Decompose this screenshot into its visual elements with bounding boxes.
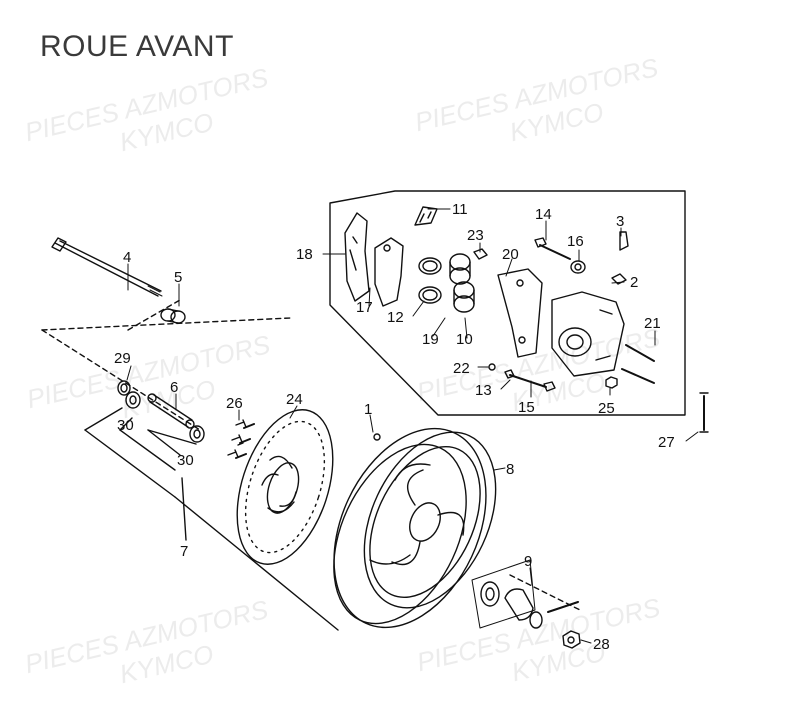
label-7: 7 (180, 543, 188, 560)
brake-disc (236, 409, 334, 565)
axle-collar (160, 308, 186, 324)
oil-seal (117, 380, 131, 396)
caliper-bracket (497, 268, 543, 358)
label-24: 24 (286, 391, 303, 408)
label-2: 2 (630, 274, 638, 291)
front-axle (51, 237, 163, 297)
label-11: 11 (452, 201, 468, 218)
washer-22 (488, 363, 496, 371)
front-wheel (333, 427, 497, 629)
label-13: 13 (475, 382, 492, 399)
pin-bolt-23 (473, 248, 488, 260)
brake-pad-front (374, 237, 404, 307)
label-4: 4 (123, 249, 131, 266)
brake-pad-back (344, 212, 370, 302)
label-3: 3 (616, 213, 624, 230)
label-5: 5 (174, 269, 182, 286)
part-labels: 1 2 3 4 5 6 7 8 9 10 11 12 13 14 15 16 1… (114, 201, 675, 653)
axle-nut (562, 630, 581, 649)
label-30-right: 30 (177, 452, 194, 469)
label-16: 16 (567, 233, 584, 250)
label-29: 29 (114, 350, 131, 367)
label-15: 15 (518, 399, 535, 416)
label-14: 14 (535, 206, 552, 223)
caliper-detail-frame (329, 190, 686, 416)
label-17: 17 (356, 299, 373, 316)
label-27: 27 (658, 434, 675, 451)
label-25: 25 (598, 400, 615, 417)
nut-25 (605, 376, 618, 389)
leader-lines (126, 208, 699, 644)
page-title: ROUE AVANT (40, 30, 234, 63)
label-18: 18 (296, 246, 313, 263)
bleed-bolt (534, 237, 571, 260)
distance-collar (147, 393, 195, 429)
banjo-bolt (504, 369, 556, 392)
label-22: 22 (453, 360, 470, 377)
caliper-pistons (449, 253, 475, 313)
valve-stem (373, 433, 381, 441)
bearing-right (189, 425, 205, 443)
label-9: 9 (524, 553, 532, 570)
caliper-body (551, 291, 625, 377)
label-1: 1 (364, 401, 372, 418)
label-28: 28 (593, 636, 610, 653)
label-30-left: 30 (117, 417, 134, 434)
label-20: 20 (502, 246, 519, 263)
label-21: 21 (644, 315, 661, 332)
label-19: 19 (422, 331, 439, 348)
speedometer-gearbox (471, 559, 579, 629)
label-23: 23 (467, 227, 484, 244)
guide-lines (41, 299, 581, 611)
caliper-guide-pins (621, 344, 655, 384)
label-8: 8 (506, 461, 514, 478)
label-12: 12 (387, 309, 404, 326)
bearing-left (125, 391, 141, 409)
label-10: 10 (456, 331, 473, 348)
bleeder-valve (611, 231, 629, 285)
piston-seals (418, 257, 442, 304)
hose-bolt-27 (699, 392, 709, 433)
dust-cap (570, 260, 586, 274)
wheel-assembly-bracket (84, 407, 339, 631)
label-6: 6 (170, 379, 178, 396)
disc-bolts (227, 419, 255, 459)
label-26: 26 (226, 395, 243, 412)
pad-spring (414, 206, 438, 226)
